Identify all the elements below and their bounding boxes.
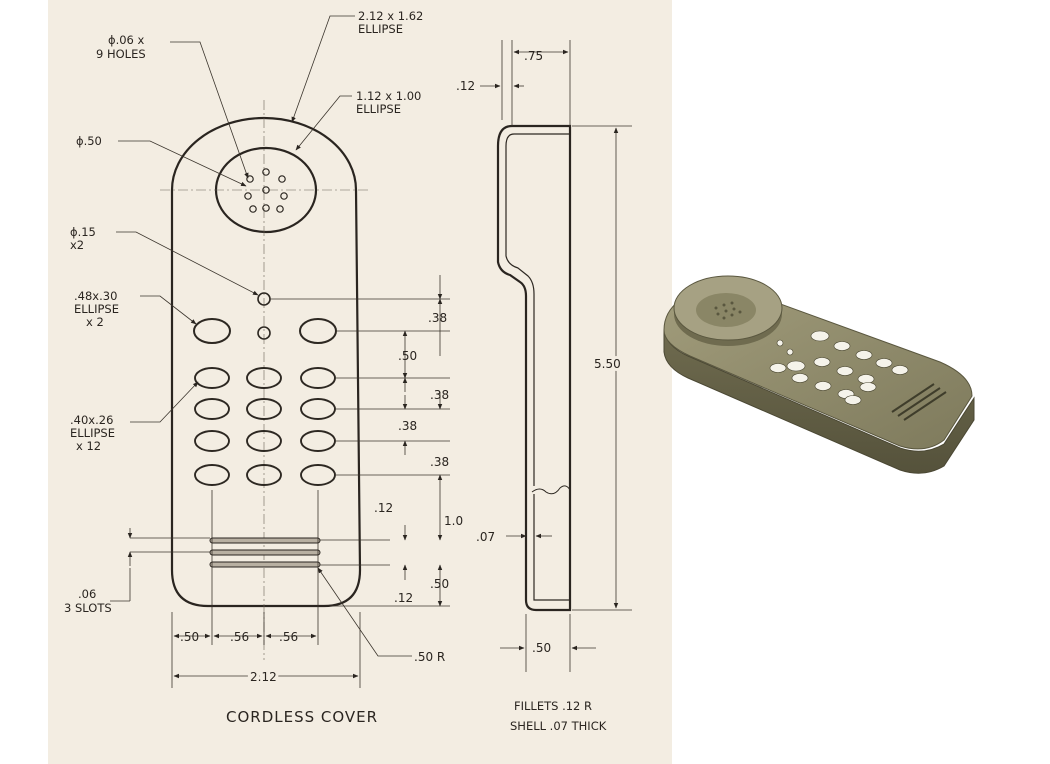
body-outline [170, 116, 362, 608]
dim-width-total: 2.12 [250, 670, 277, 684]
dim-38-c: .38 [398, 419, 417, 433]
label-small-hole-qty: x2 [70, 238, 84, 252]
isometric-model [663, 275, 975, 474]
dim-10: 1.0 [444, 514, 463, 528]
drawing-title: CORDLESS COVER [226, 708, 378, 726]
label-slot-width: .06 [78, 587, 96, 601]
note-fillets: FILLETS .12 R [514, 699, 592, 713]
keypad [194, 367, 336, 486]
front-view: ϕ.06 x 9 HOLES 2.12 x 1.62 ELLIPSE 1.12 … [64, 9, 463, 726]
dim-height: 5.50 [594, 357, 621, 371]
dim-38-d: .38 [430, 455, 449, 469]
dim-38-a: .38 [428, 311, 447, 325]
label-large-key-word: ELLIPSE [74, 302, 119, 316]
label-holes-count: 9 HOLES [96, 47, 146, 61]
label-inner-ellipse-size: 1.12 x 1.00 [356, 89, 421, 103]
note-shell: SHELL .07 THICK [510, 719, 607, 733]
label-inner-ellipse-word: ELLIPSE [356, 102, 401, 116]
label-slot-count: 3 SLOTS [64, 601, 112, 615]
label-small-hole-dia: ϕ.15 [70, 225, 96, 239]
slots [209, 537, 321, 568]
label-small-key-qty: x 12 [76, 439, 101, 453]
label-holes-dia: ϕ.06 x [108, 33, 145, 47]
dim-fillet-r: .50 R [414, 650, 445, 664]
dim-50-a: .50 [398, 349, 417, 363]
large-key-left [193, 318, 231, 344]
dim-wall-offset: .12 [456, 79, 475, 93]
dim-shell: .07 [476, 530, 495, 544]
large-key-right [299, 318, 337, 344]
label-small-key-word: ELLIPSE [70, 426, 115, 440]
dim-horiz-56-b: .56 [279, 630, 298, 644]
label-small-key-size: .40x.26 [70, 413, 113, 427]
dim-top-width: .75 [524, 49, 543, 63]
side-profile [496, 124, 572, 612]
side-view: .75 .12 5.50 .07 .50 FILLETS .12 R SHELL… [456, 40, 632, 733]
dim-base-width: .50 [532, 641, 551, 655]
dim-50-b: .50 [430, 577, 449, 591]
label-large-key-size: .48x.30 [74, 289, 117, 303]
dim-12-a: .12 [374, 501, 393, 515]
small-hole-bottom [257, 326, 271, 340]
dim-horiz-56-a: .56 [230, 630, 249, 644]
label-large-key-qty: x 2 [86, 315, 104, 329]
dim-horiz-50: .50 [180, 630, 199, 644]
dim-38-b: .38 [430, 388, 449, 402]
label-outer-ellipse-word: ELLIPSE [358, 22, 403, 36]
label-outer-ellipse-size: 2.12 x 1.62 [358, 9, 423, 23]
label-boss-dia: ϕ.50 [76, 134, 102, 148]
dim-12-b: .12 [394, 591, 413, 605]
speaker-holes [244, 168, 288, 213]
